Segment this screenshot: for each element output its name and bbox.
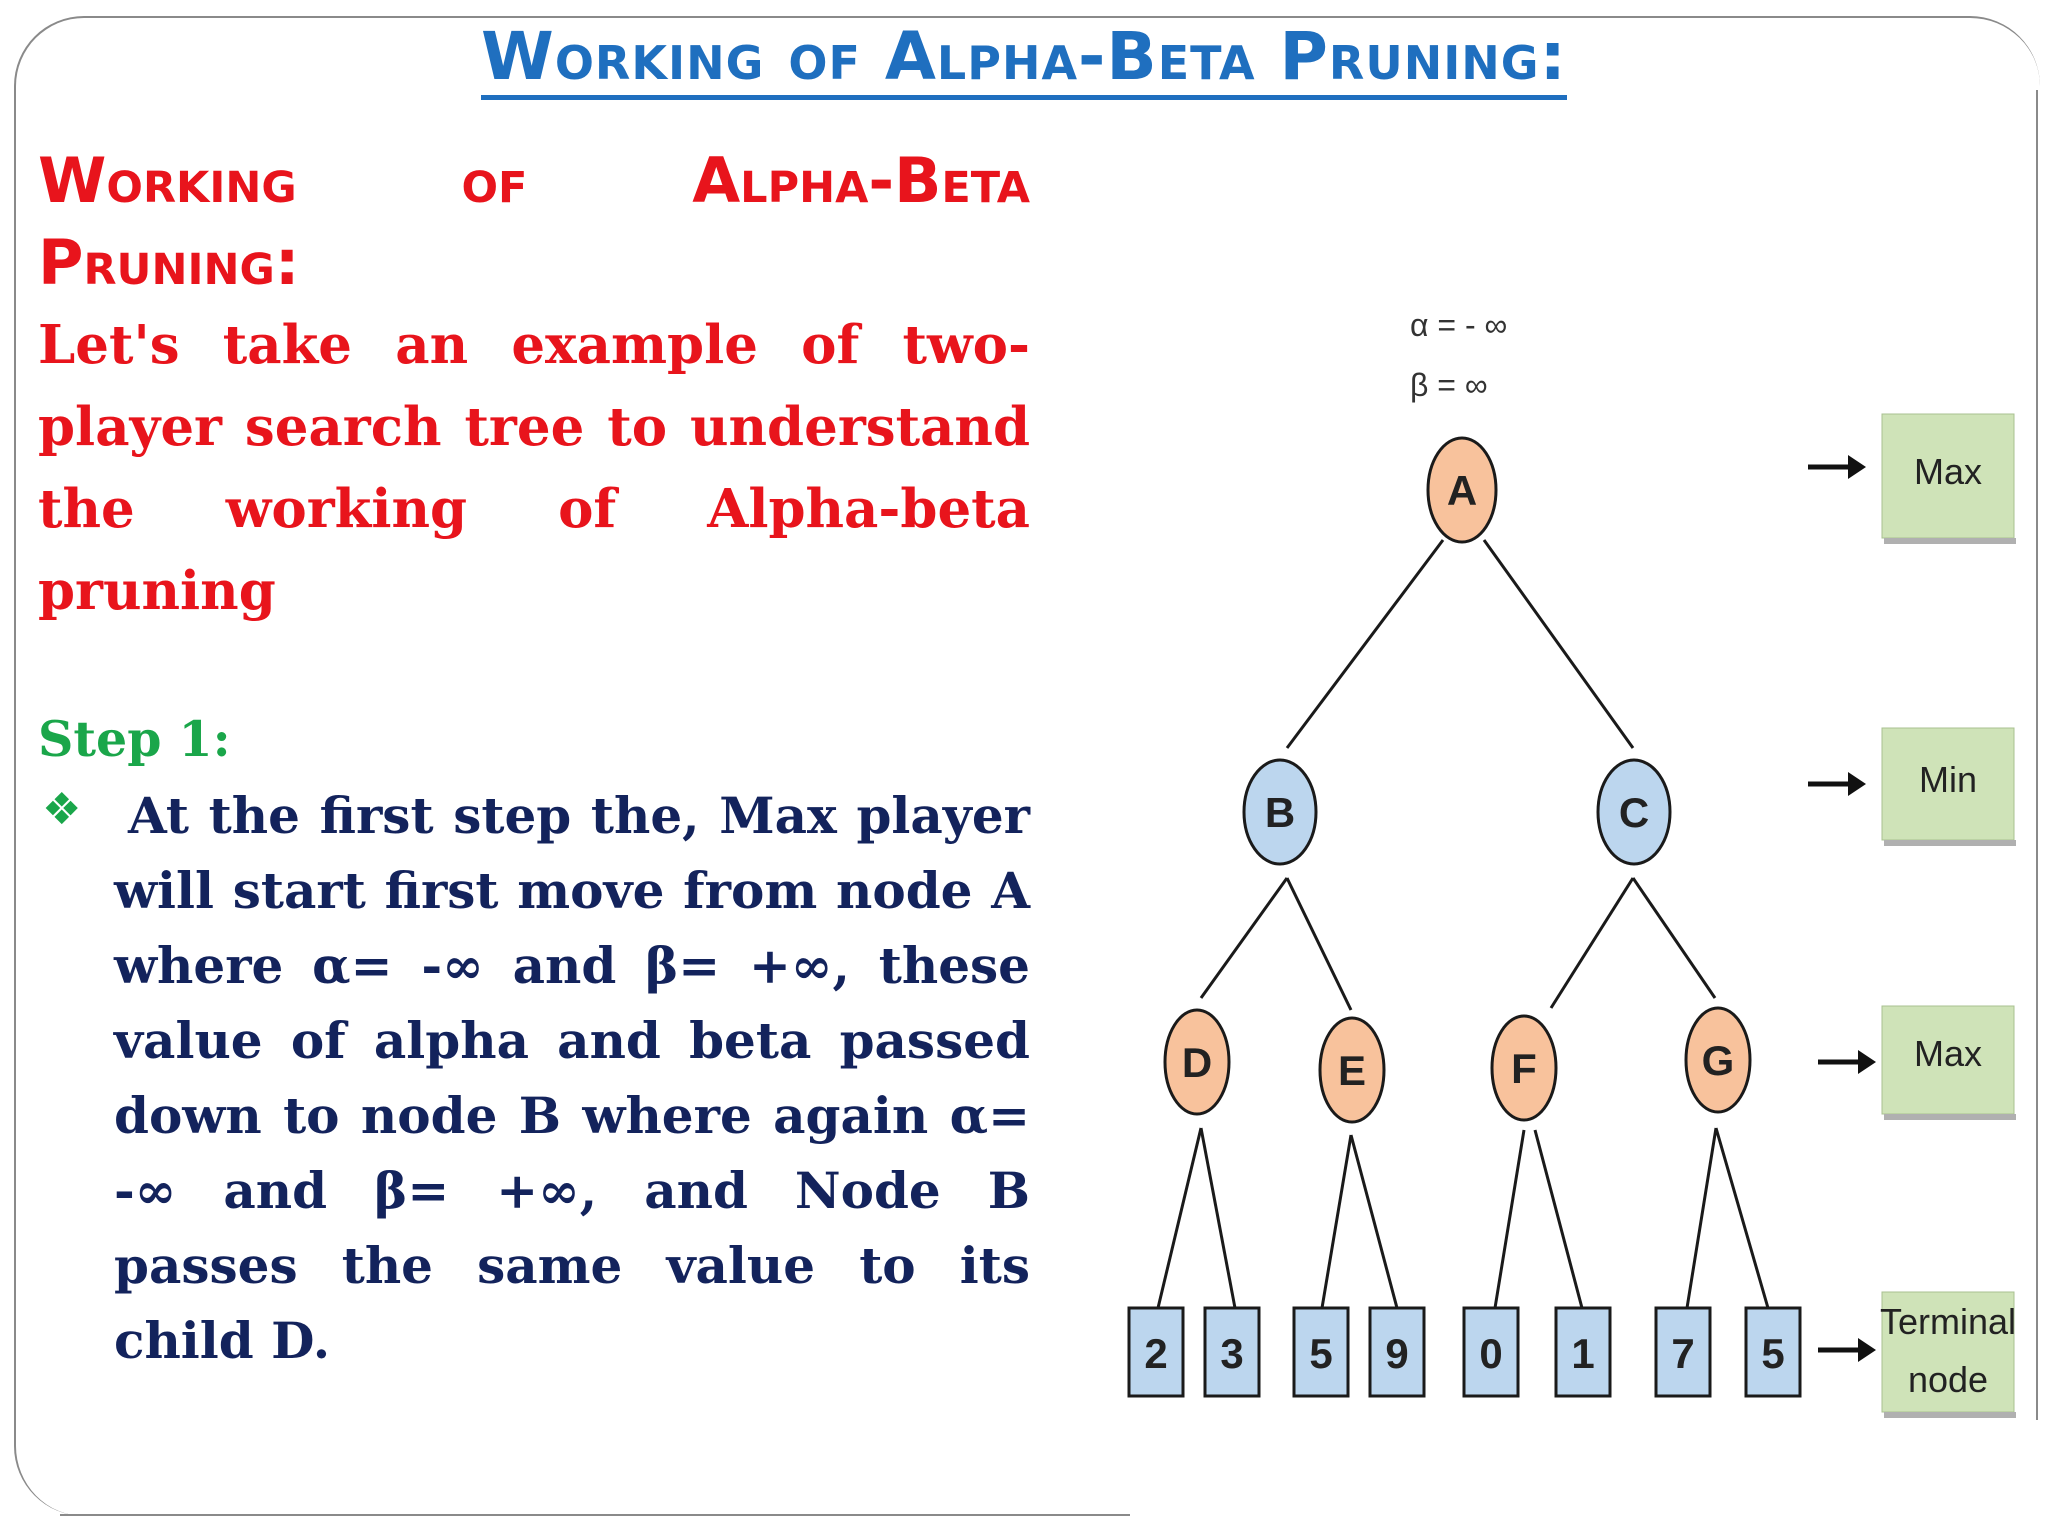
svg-text:G: G bbox=[1702, 1037, 1735, 1084]
node-f: F bbox=[1490, 1014, 1558, 1122]
level-label-max: Max bbox=[1881, 413, 2016, 544]
svg-text:E: E bbox=[1338, 1047, 1366, 1094]
slide-title-text: Working of Alpha-Beta Pruning: bbox=[481, 18, 1567, 100]
svg-text:5: 5 bbox=[1761, 1330, 1784, 1377]
svg-text:0: 0 bbox=[1479, 1330, 1502, 1377]
terminal-node: 5 bbox=[1292, 1306, 1350, 1398]
svg-text:7: 7 bbox=[1671, 1330, 1694, 1377]
terminal-node: 2 bbox=[1127, 1306, 1185, 1398]
terminal-node: 7 bbox=[1654, 1306, 1712, 1398]
frame-bottom-line bbox=[60, 1514, 1130, 1516]
svg-text:3: 3 bbox=[1220, 1330, 1243, 1377]
arrow-right-icon bbox=[1808, 772, 1866, 796]
terminal-node: 0 bbox=[1462, 1306, 1520, 1398]
terminal-label-line2: node bbox=[1908, 1359, 1988, 1400]
svg-text:F: F bbox=[1511, 1045, 1537, 1092]
svg-text:9: 9 bbox=[1385, 1330, 1408, 1377]
left-column: Working of Alpha-Beta Pruning: Let's tak… bbox=[38, 140, 1030, 1378]
terminal-label-line1: Terminal bbox=[1880, 1301, 2016, 1342]
section-heading: Working of Alpha-Beta Pruning: bbox=[38, 144, 1030, 299]
alpha-annotation: α = - ∞ bbox=[1410, 307, 1507, 343]
level-label-min: Min bbox=[1881, 727, 2016, 846]
node-d: D bbox=[1163, 1008, 1231, 1116]
level-label-max: Max bbox=[1881, 1005, 2016, 1120]
svg-text:5: 5 bbox=[1309, 1330, 1332, 1377]
node-e: E bbox=[1318, 1016, 1386, 1124]
terminal-node: 3 bbox=[1203, 1306, 1261, 1398]
node-c: C bbox=[1596, 758, 1672, 866]
svg-text:2: 2 bbox=[1144, 1330, 1167, 1377]
node-a: A bbox=[1426, 436, 1498, 544]
arrow-right-icon bbox=[1808, 455, 1866, 479]
terminal-node: 5 bbox=[1744, 1306, 1802, 1398]
terminal-node: 9 bbox=[1368, 1306, 1426, 1398]
terminal-node: 1 bbox=[1554, 1306, 1612, 1398]
slide-title: Working of Alpha-Beta Pruning: bbox=[0, 18, 2048, 100]
node-b: B bbox=[1242, 758, 1318, 866]
frame-right-line bbox=[2036, 90, 2038, 1420]
step-text: At the first step the, Max player will s… bbox=[114, 786, 1030, 1370]
game-tree-diagram: α = - ∞ β = ∞ A B C D E F G bbox=[1127, 307, 2016, 1418]
tree-edges bbox=[1156, 539, 1770, 1309]
arrow-right-icon bbox=[1818, 1338, 1876, 1362]
svg-text:A: A bbox=[1447, 467, 1477, 514]
step-label: Step 1: bbox=[38, 710, 231, 768]
svg-text:1: 1 bbox=[1571, 1330, 1594, 1377]
node-g: G bbox=[1684, 1006, 1752, 1114]
step-bullet: ❖ At the first step the, Max player will… bbox=[38, 778, 1030, 1378]
beta-annotation: β = ∞ bbox=[1410, 367, 1488, 403]
intro-paragraph: Let's take an example of two-player sear… bbox=[38, 314, 1030, 622]
svg-text:Min: Min bbox=[1919, 759, 1977, 800]
svg-text:C: C bbox=[1619, 789, 1649, 836]
svg-text:Max: Max bbox=[1914, 1033, 1982, 1074]
svg-text:Max: Max bbox=[1914, 451, 1982, 492]
level-label-terminal: Terminal node bbox=[1880, 1291, 2016, 1418]
arrow-right-icon bbox=[1818, 1050, 1876, 1074]
svg-text:D: D bbox=[1182, 1039, 1212, 1086]
diamond-bullet-icon: ❖ bbox=[42, 784, 82, 835]
svg-text:B: B bbox=[1265, 789, 1295, 836]
slide-frame bbox=[14, 16, 2040, 1516]
